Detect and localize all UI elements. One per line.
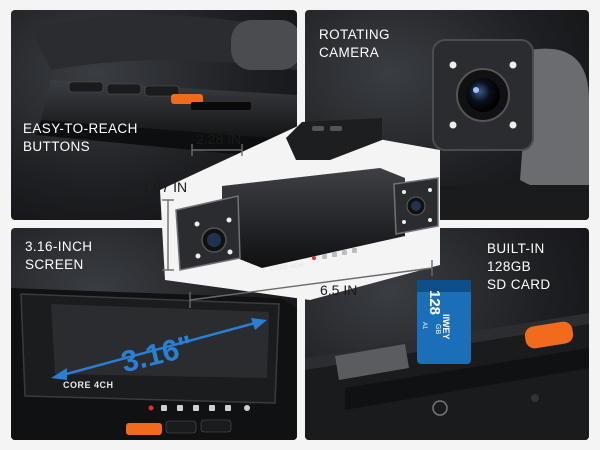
- control-buttons: [68, 81, 203, 104]
- buttons-title-line2: BUTTONS: [23, 139, 91, 154]
- dashcam-body: [222, 168, 405, 268]
- status-icons: [148, 405, 250, 411]
- dimension-lines: [162, 144, 433, 308]
- screen-title: 3.16-INCH SCREEN: [25, 238, 92, 274]
- buttons-title: EASY-TO-REACH BUTTONS: [23, 120, 138, 156]
- sd-card: [417, 280, 471, 364]
- sdcard-title-line1: BUILT-IN: [487, 241, 545, 256]
- screen-title-line2: SCREEN: [25, 257, 84, 272]
- camera-title-line1: ROTATING: [319, 27, 390, 42]
- screen-closeup-illustration: [11, 288, 297, 440]
- sdcard-title-line3: SD CARD: [487, 277, 551, 292]
- camera-panel: ROTATING CAMERA: [305, 10, 589, 220]
- buttons-title-line1: EASY-TO-REACH: [23, 121, 138, 136]
- camera-title: ROTATING CAMERA: [319, 26, 390, 62]
- sdcard-title: BUILT-IN 128GB SD CARD: [487, 240, 551, 294]
- sdcard-closeup-illustration: [305, 280, 589, 440]
- screen-title-line1: 3.16-INCH: [25, 239, 93, 254]
- power-button[interactable]: [126, 423, 162, 435]
- menu-button[interactable]: [68, 81, 104, 93]
- height-dimension-label: 1.97 IN: [142, 179, 188, 195]
- lcd-screen: [51, 304, 269, 378]
- width-dimension-label: 2.28 IN: [196, 131, 242, 147]
- screen-brand-label: CORE 4CH: [63, 380, 114, 390]
- diagonal-arrow-icon: [51, 318, 267, 380]
- prev-button[interactable]: [165, 420, 197, 434]
- card-slot-cover: [335, 344, 409, 380]
- power-button[interactable]: [524, 320, 575, 349]
- mode-button[interactable]: [200, 419, 232, 433]
- length-dimension-label: 6.5 IN: [320, 282, 358, 298]
- power-button[interactable]: [171, 94, 203, 104]
- next-button[interactable]: [144, 85, 180, 97]
- camera-title-line2: CAMERA: [319, 45, 380, 60]
- buttons-panel: EASY-TO-REACH BUTTONS: [11, 10, 297, 220]
- mode-button[interactable]: [106, 83, 142, 95]
- sdcard-title-line2: 128GB: [487, 259, 532, 274]
- windshield-mount: [286, 118, 382, 160]
- camera-lens-icon: [466, 78, 500, 112]
